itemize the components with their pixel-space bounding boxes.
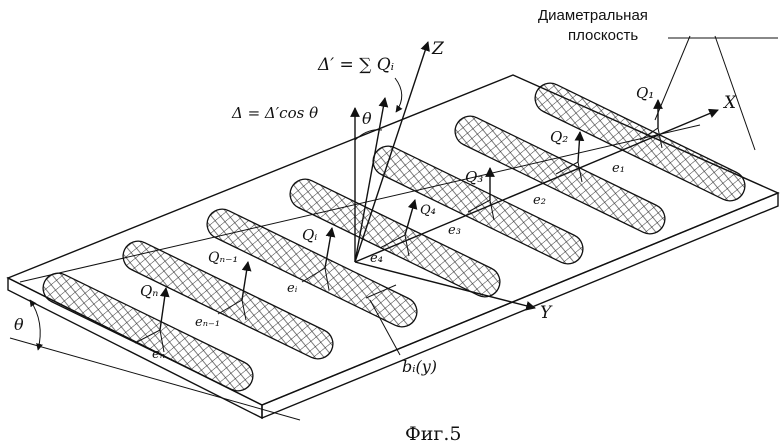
frame-e3: e₃ <box>448 223 461 238</box>
heel-angle <box>9 299 301 421</box>
diametral-label-2: плоскость <box>568 27 638 44</box>
force-q2: Q₂ <box>550 128 568 146</box>
frame-e4: e₄ <box>370 251 383 266</box>
frame-e1: e₁ <box>612 161 625 176</box>
delta-prime-formula: Δ′ = ∑ Qᵢ <box>317 55 394 75</box>
frame-e2: e₂ <box>533 193 546 208</box>
theta-top: θ <box>362 109 372 128</box>
width-tick <box>365 284 397 299</box>
axes <box>354 41 719 311</box>
force-q4: Q₄ <box>420 203 436 218</box>
axis-z-label: Z <box>431 39 445 59</box>
frame-en-1: eₙ₋₁ <box>195 315 220 330</box>
delta-formula: Δ = Δ′cos θ <box>231 104 318 122</box>
local-forces <box>134 99 663 353</box>
diametral-pointers <box>654 35 778 151</box>
axis-x-label: X <box>722 93 737 113</box>
hull-strips <box>42 82 746 392</box>
force-q3: Q₃ <box>465 168 483 186</box>
force-qn-1: Qₙ₋₁ <box>208 250 238 266</box>
frame-en: eₙ <box>152 347 165 362</box>
width-label: bᵢ(y) <box>402 357 437 376</box>
width-pointer <box>369 299 401 356</box>
resultant-arrows <box>350 77 403 263</box>
force-qn: Qₙ <box>140 282 158 300</box>
force-qi: Qᵢ <box>302 226 317 244</box>
axis-y-label: Y <box>540 303 553 323</box>
frame-ei: eᵢ <box>287 281 298 296</box>
centre-line <box>19 124 701 283</box>
figure-caption: Фиг.5 <box>405 423 462 445</box>
theta-left: θ <box>14 315 24 334</box>
force-q1: Q₁ <box>636 84 654 102</box>
diametral-label-1: Диаметральная <box>538 7 648 24</box>
